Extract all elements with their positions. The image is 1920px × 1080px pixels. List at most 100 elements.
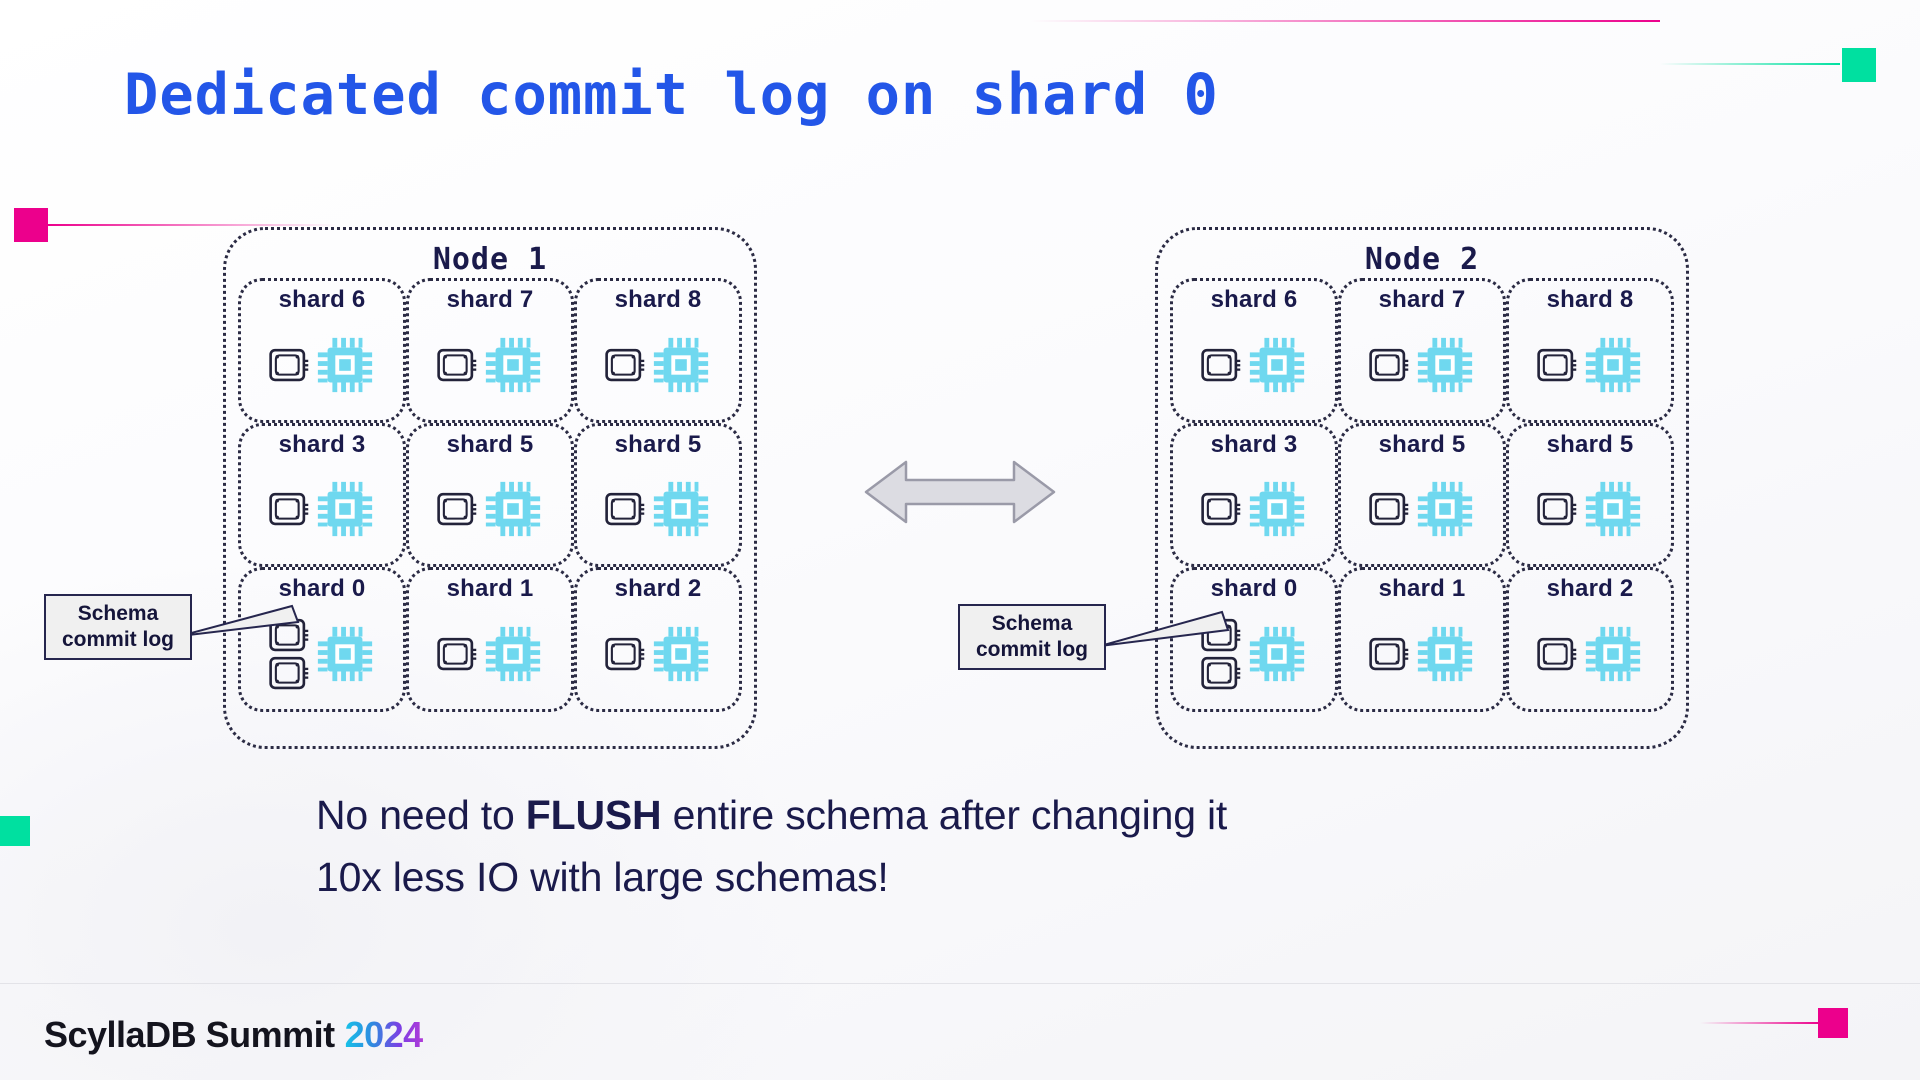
- bidirectional-arrow-icon: [860, 452, 1060, 537]
- shard-label: shard 8: [1546, 286, 1634, 313]
- shard-label: shard 7: [1378, 286, 1466, 313]
- deco-line-top-right: [1030, 20, 1660, 22]
- commit-log-stack: [436, 636, 478, 672]
- shard-icon-row: [1341, 313, 1503, 419]
- deco-line-pink-left: [48, 224, 338, 226]
- commit-log-stack: [1200, 491, 1242, 527]
- cpu-chip-icon: [1249, 626, 1305, 681]
- shard-label: shard 1: [1378, 575, 1466, 603]
- commit-log-icon: [605, 493, 645, 526]
- callout-line-1: Schema: [77, 601, 159, 625]
- cpu-chip-icon: [1417, 482, 1473, 537]
- commit-log-stack: [1368, 347, 1410, 383]
- shard-label: shard 7: [446, 286, 534, 313]
- shard-icon-row: [1173, 603, 1335, 709]
- shard-icon-row: [1509, 313, 1671, 419]
- cpu-chip-icon: [1249, 337, 1305, 392]
- commit-log-stack: [436, 347, 478, 383]
- cpu-chip-icon: [317, 626, 373, 681]
- cpu-chip-icon: [1417, 337, 1473, 392]
- shard-cell[interactable]: shard 3: [1170, 422, 1338, 568]
- deco-square-pink-left: [14, 208, 48, 242]
- shard-label: shard 6: [278, 286, 366, 313]
- shard-cell[interactable]: shard 6: [238, 278, 406, 423]
- commit-log-icon: [437, 637, 477, 671]
- cpu-chip-icon: [1417, 626, 1473, 681]
- footer-divider: [0, 983, 1920, 984]
- footer-logo: ScyllaDB Summit 2024: [44, 1014, 423, 1056]
- shard-label: shard 0: [278, 575, 366, 603]
- commit-log-stack: [268, 347, 310, 383]
- commit-log-icon-schema: [1201, 656, 1241, 690]
- cpu-chip-icon: [653, 626, 709, 681]
- commit-log-icon: [1369, 348, 1409, 381]
- shard-icon-row: [1509, 603, 1671, 709]
- cpu-chip-icon: [1585, 482, 1641, 537]
- deco-square-green-left: [0, 816, 30, 846]
- shard-cell[interactable]: shard 2: [1506, 567, 1674, 712]
- commit-log-icon: [437, 493, 477, 526]
- shard-cell[interactable]: shard 1: [1338, 567, 1506, 712]
- shard-icon-row: [1341, 458, 1503, 564]
- shard-icon-row: [1173, 313, 1335, 419]
- commit-log-icon: [1537, 348, 1577, 381]
- commit-log-icon: [1369, 637, 1409, 671]
- shard-cell[interactable]: shard 3: [238, 422, 406, 568]
- commit-log-icon: [269, 618, 309, 652]
- footer-brand: ScyllaDB Summit: [44, 1014, 335, 1055]
- commit-log-icon: [269, 348, 309, 381]
- shard-cell[interactable]: shard 5: [1506, 422, 1674, 568]
- shard-cell[interactable]: shard 0: [238, 567, 406, 712]
- commit-log-icon: [1201, 618, 1241, 652]
- shard-cell[interactable]: shard 5: [1338, 422, 1506, 568]
- shard-icon-row: [1173, 458, 1335, 564]
- shard-cell[interactable]: shard 0: [1170, 567, 1338, 712]
- shard-label: shard 3: [1210, 430, 1298, 458]
- shard-label: shard 5: [1546, 430, 1634, 458]
- shard-icon-row: [577, 603, 739, 709]
- shard-cell[interactable]: shard 1: [406, 567, 574, 712]
- shard-cell[interactable]: shard 5: [574, 422, 742, 568]
- shard-cell[interactable]: shard 2: [574, 567, 742, 712]
- commit-log-stack: [1368, 636, 1410, 672]
- cpu-chip-icon: [317, 482, 373, 537]
- commit-log-icon: [1201, 348, 1241, 381]
- summary-line-1-pre: No need to: [316, 792, 526, 838]
- shard-cell[interactable]: shard 8: [574, 278, 742, 423]
- node-cluster-1: Node 1 shard 6: [223, 227, 757, 749]
- commit-log-stack: [604, 347, 646, 383]
- shard-icon-row: [1341, 603, 1503, 709]
- commit-log-icon: [605, 348, 645, 381]
- summary-line-1-emphasis: FLUSH: [525, 792, 662, 838]
- shard-label: shard 2: [614, 575, 702, 603]
- shard-cell[interactable]: shard 6: [1170, 278, 1338, 423]
- node-1-shard-grid: shard 6: [238, 278, 742, 712]
- commit-log-stack: [1536, 491, 1578, 527]
- shard-icon-row: [409, 313, 571, 419]
- commit-log-icon: [1369, 493, 1409, 526]
- cpu-chip-icon: [485, 626, 541, 681]
- commit-log-stack: [1200, 617, 1242, 691]
- shard-icon-row: [577, 313, 739, 419]
- shard-icon-row: [241, 313, 403, 419]
- shard-icon-row: [409, 458, 571, 564]
- callout-line-2: commit log: [975, 638, 1088, 661]
- shard-cell[interactable]: shard 5: [406, 422, 574, 568]
- commit-log-icon: [269, 493, 309, 526]
- shard-label: shard 2: [1546, 575, 1634, 603]
- commit-log-stack: [1536, 636, 1578, 672]
- cpu-chip-icon: [653, 482, 709, 537]
- deco-line-green-top-right: [1660, 63, 1840, 65]
- shard-cell[interactable]: shard 7: [406, 278, 574, 423]
- node-cluster-2: Node 2 shard 6: [1155, 227, 1689, 749]
- cpu-chip-icon: [1249, 482, 1305, 537]
- shard-icon-row: [409, 603, 571, 709]
- shard-cell[interactable]: shard 7: [1338, 278, 1506, 423]
- callout-schema-commit-log-1: Schema commit log: [44, 594, 192, 660]
- commit-log-icon: [1537, 637, 1577, 671]
- deco-square-pink-bottom-right: [1818, 1008, 1848, 1038]
- deco-square-green-top-right: [1842, 48, 1876, 82]
- shard-cell[interactable]: shard 8: [1506, 278, 1674, 423]
- node-2-label: Node 2: [1364, 242, 1480, 277]
- commit-log-stack: [268, 617, 310, 691]
